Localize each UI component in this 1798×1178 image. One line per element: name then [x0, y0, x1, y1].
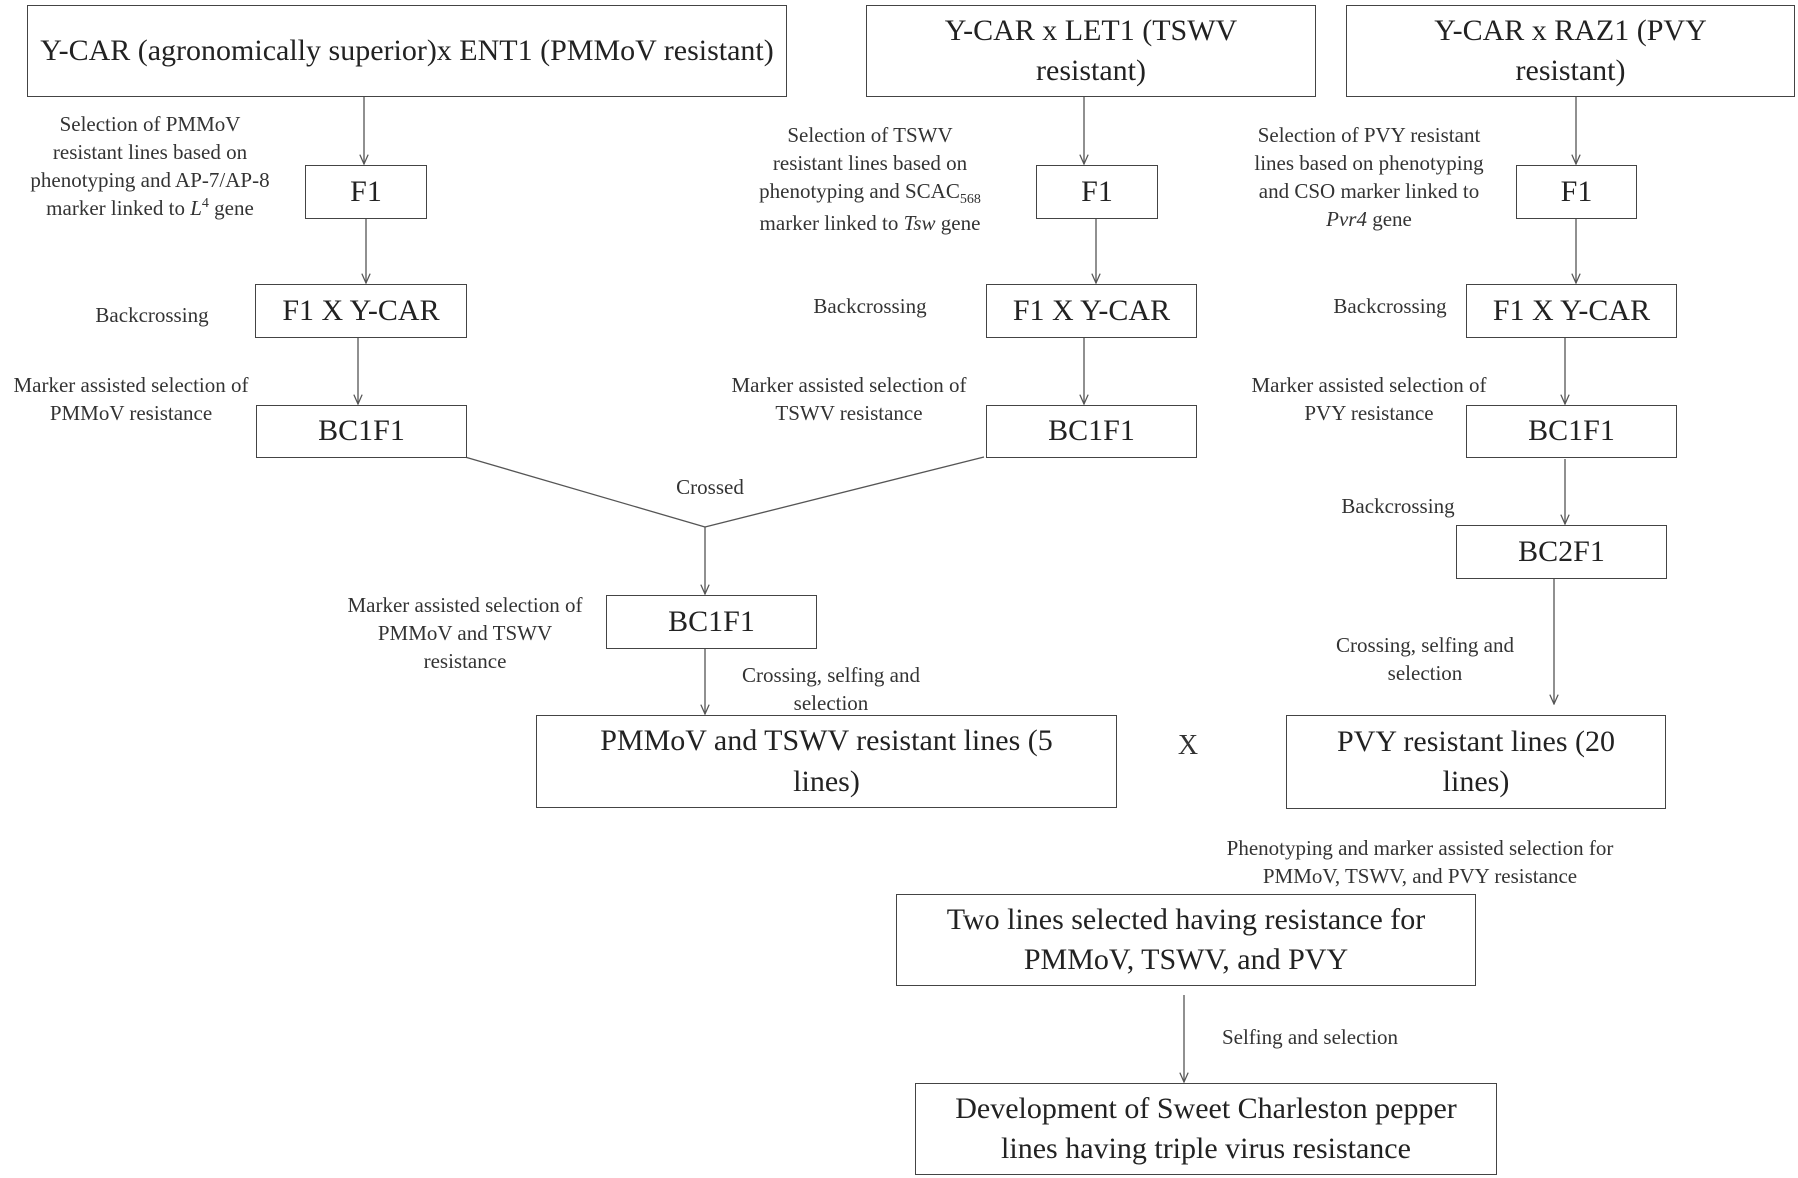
label-mas-pmmov-tswv: Marker assisted selection of PMMoV and T… — [347, 593, 583, 673]
bc1f1-box-combined: BC1F1 — [606, 595, 817, 649]
pvy-lines-box: PVY resistant lines (20 lines) — [1286, 715, 1666, 809]
backcross-box-c: F1 X Y-CAR — [1466, 284, 1677, 338]
label-selection-pmmov: Selection of PMMoV resistant lines based… — [30, 112, 270, 220]
f1-box-b: F1 — [1036, 165, 1158, 219]
backcross-box-b: F1 X Y-CAR — [986, 284, 1197, 338]
backcross-box-a: F1 X Y-CAR — [255, 284, 467, 338]
label-crossing-selfing-a: Crossing, selfing and selection — [742, 663, 920, 715]
f1-box-c: F1 — [1516, 165, 1637, 219]
label-mas-pvy: Marker assisted selection of PVY resista… — [1251, 373, 1487, 425]
label-backcrossing-c: Backcrossing — [1333, 294, 1447, 318]
label-selection-pvy: Selection of PVY resistant lines based o… — [1254, 123, 1484, 231]
label-mas-tswv: Marker assisted selection of TSWV resist… — [731, 373, 967, 425]
bc1f1-box-c: BC1F1 — [1466, 405, 1677, 458]
pmmov-tswv-lines-box: PMMoV and TSWV resistant lines (5 lines) — [536, 715, 1117, 808]
f1-box-a: F1 — [305, 165, 427, 219]
parent-box-ent1: Y-CAR (agronomically superior)x ENT1 (PM… — [27, 5, 787, 97]
bc1f1-box-a: BC1F1 — [256, 405, 467, 458]
bc1f1-box-b: BC1F1 — [986, 405, 1197, 458]
final-development-box: Development of Sweet Charleston pepper l… — [915, 1083, 1497, 1175]
label-backcrossing-b: Backcrossing — [813, 294, 927, 318]
cross-line-left — [464, 456, 706, 528]
label-selfing-selection: Selfing and selection — [1221, 1025, 1399, 1049]
label-mas-pmmov: Marker assisted selection of PMMoV resis… — [13, 373, 249, 425]
two-lines-selected-box: Two lines selected having resistance for… — [896, 894, 1476, 986]
label-crossed: Crossed — [676, 475, 744, 499]
label-pheno-mas-all: Phenotyping and marker assisted selectio… — [1226, 836, 1614, 888]
parent-box-raz1: Y-CAR x RAZ1 (PVY resistant) — [1346, 5, 1795, 97]
parent-box-let1: Y-CAR x LET1 (TSWV resistant) — [866, 5, 1316, 97]
label-crossing-selfing-c: Crossing, selfing and selection — [1336, 633, 1514, 685]
bc2f1-box: BC2F1 — [1456, 525, 1667, 579]
label-backcrossing-c2: Backcrossing — [1341, 494, 1455, 518]
label-backcrossing-a: Backcrossing — [95, 303, 209, 327]
label-selection-tswv: Selection of TSWV resistant lines based … — [759, 123, 981, 235]
label-cross-x: X — [1177, 730, 1199, 761]
cross-line-right — [704, 456, 985, 528]
